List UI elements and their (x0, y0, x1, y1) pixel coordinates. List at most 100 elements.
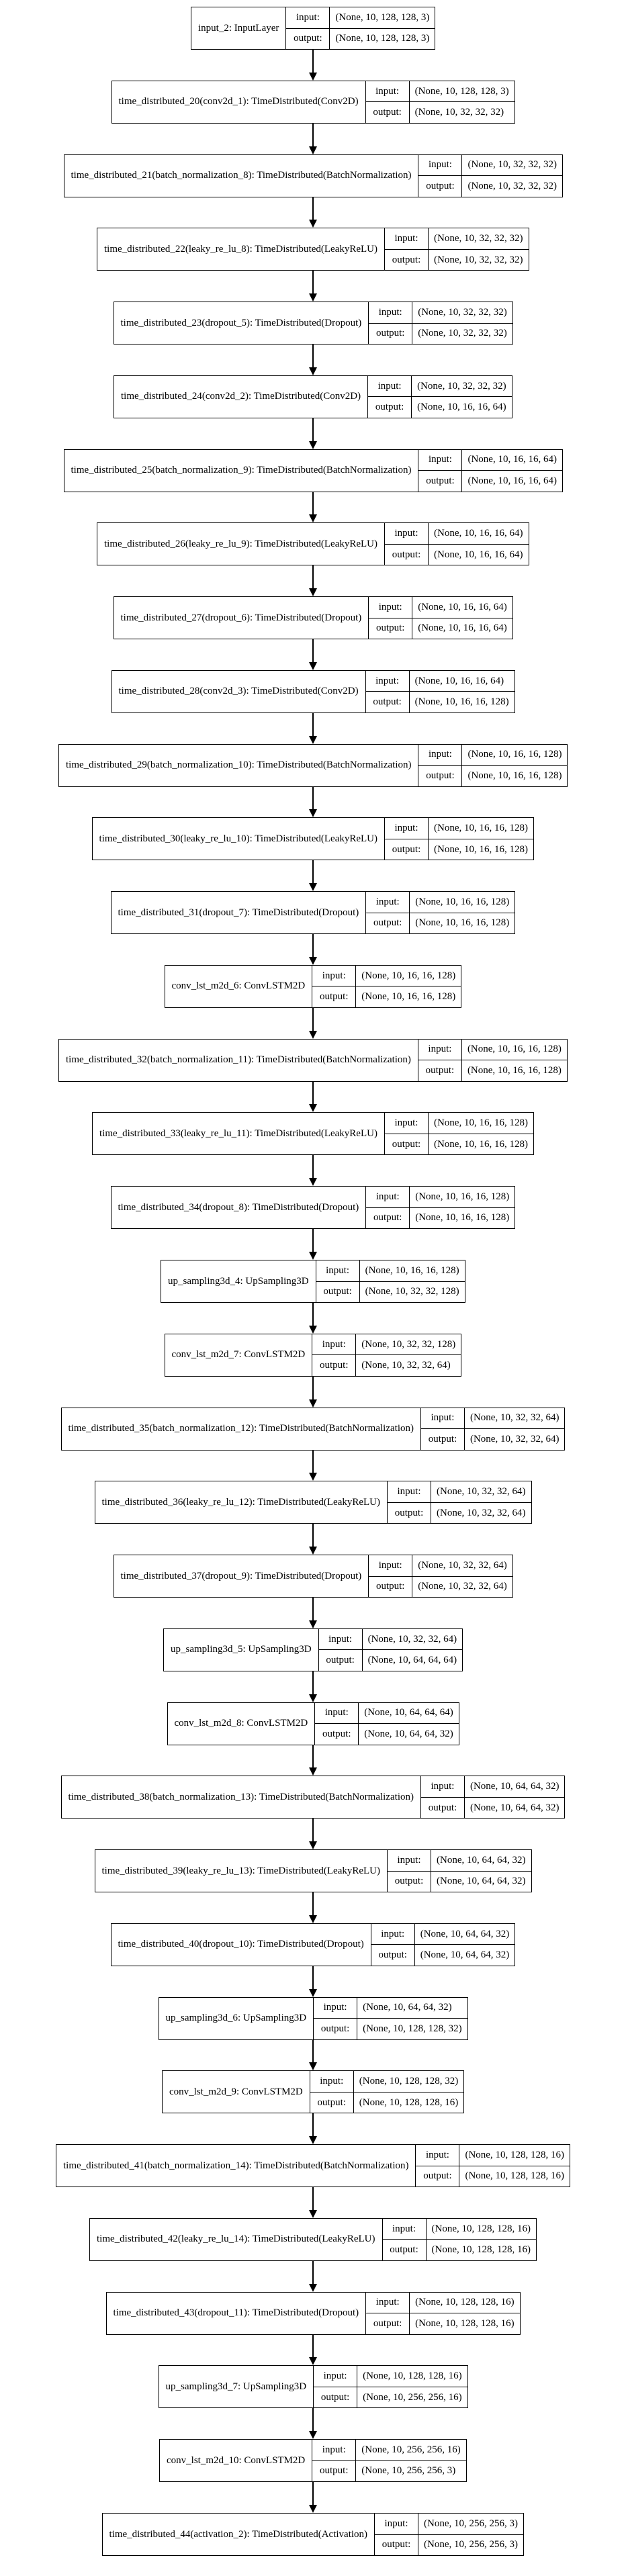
output-shape-row: output: (None, 10, 256, 256, 16) (314, 2386, 467, 2408)
input-shape: (None, 10, 16, 16, 128) (415, 896, 510, 907)
output-key: output: (312, 986, 357, 1007)
output-key: output: (366, 2313, 410, 2334)
input-key: input: (310, 2071, 354, 2092)
output-shape: (None, 10, 16, 16, 64) (417, 402, 506, 413)
output-shape: (None, 10, 256, 256, 16) (363, 2391, 462, 2403)
layer-shape-table: input:(None, 10, 128, 128, 3)output:(Non… (365, 81, 515, 123)
output-shape: (None, 10, 64, 64, 32) (364, 1728, 453, 1739)
input-shape-row: input:(None, 10, 32, 32, 32) (385, 228, 528, 249)
layer-shape-table: input:(None, 10, 32, 32, 64)output:(None… (388, 1481, 531, 1524)
input-shape-row: input:(None, 10, 128, 128, 16) (416, 2145, 569, 2166)
input-shape-row: input:(None, 10, 16, 16, 128) (418, 744, 567, 766)
output-key: output: (369, 1576, 413, 1598)
connector-line (312, 1524, 314, 1547)
output-key: output: (375, 2534, 419, 2555)
layer-label: time_distributed_28(conv2d_3): TimeDistr… (112, 670, 366, 712)
connector-line (312, 2408, 314, 2432)
arrowhead-icon (309, 1325, 317, 1334)
output-key: output: (385, 839, 429, 860)
output-shape: (None, 10, 32, 32, 64) (418, 1581, 507, 1592)
output-key: output: (385, 1134, 429, 1155)
layer-label: time_distributed_40(dropout_10): TimeDis… (111, 1923, 371, 1966)
arrowhead-icon (309, 2431, 317, 2440)
connector-line (312, 271, 314, 294)
output-key: output: (314, 2387, 358, 2408)
layer-label: time_distributed_42(leaky_re_lu_14): Tim… (90, 2218, 383, 2260)
input-shape-row: input:(None, 10, 16, 16, 64) (366, 670, 515, 692)
output-shape: (None, 10, 16, 16, 128) (414, 696, 509, 708)
layer-node: time_distributed_35(batch_normalization_… (60, 1407, 566, 1451)
input-key: input: (421, 1408, 465, 1429)
layer-shape-table: input:(None, 10, 32, 32, 128)output:(Non… (312, 1334, 461, 1376)
output-shape: (None, 10, 32, 32, 64) (437, 1507, 526, 1518)
layer-shape-table: input:(None, 10, 16, 16, 128)output:(Non… (418, 744, 568, 786)
output-shape: (None, 10, 16, 16, 128) (467, 770, 562, 781)
input-key: input: (388, 1850, 432, 1871)
output-shape-row: output:(None, 10, 32, 32, 128) (316, 1281, 465, 1302)
input-key: input: (416, 2145, 460, 2166)
connector-line (312, 2113, 314, 2137)
output-shape-row: output:(None, 10, 64, 64, 32) (420, 1796, 565, 1819)
input-shape-row: input:(None, 10, 128, 128, 16) (383, 2218, 536, 2240)
layer-shape-table: input:(None, 10, 128, 128, 16)output:(No… (416, 2145, 570, 2187)
arrowhead-icon (309, 2136, 317, 2145)
output-shape: (None, 10, 128, 128, 3) (335, 33, 430, 44)
layer-shape-table: input:(None, 10, 32, 32, 32)output:(None… (369, 302, 512, 344)
arrowhead-icon (309, 293, 317, 302)
layer-shape-table: input:(None, 10, 32, 32, 64)output:(None… (420, 1408, 565, 1450)
input-shape: (None, 10, 128, 128, 16) (415, 2297, 515, 2308)
input-shape: (None, 10, 32, 32, 64) (418, 1559, 507, 1571)
connector-line (312, 2334, 314, 2358)
output-shape: (None, 10, 32, 32, 32) (414, 107, 504, 118)
connector-line (312, 1671, 314, 1694)
arrowhead-icon (309, 514, 317, 523)
input-shape-row: input:(None, 10, 16, 16, 128) (366, 1187, 515, 1207)
arrowhead-icon (309, 2062, 317, 2071)
layer-shape-table: input:(None, 10, 16, 16, 64)output:(None… (365, 670, 515, 712)
output-key: output: (286, 28, 330, 49)
layer-shape-table: input:(None, 10, 64, 64, 32)output:(None… (388, 1850, 531, 1892)
input-shape-row: input:(None, 10, 16, 16, 128) (316, 1260, 465, 1281)
connector-line (312, 786, 314, 810)
connector-line (312, 2187, 314, 2210)
input-key: input: (366, 2292, 410, 2313)
layer-node: time_distributed_43(dropout_11): TimeDis… (105, 2291, 521, 2335)
input-shape: (None, 10, 16, 16, 64) (418, 601, 507, 612)
layer-shape-table: input:(None, 10, 32, 32, 32)output:(None… (385, 228, 529, 271)
input-shape-row: input:(None, 10, 64, 64, 64) (315, 1702, 458, 1724)
output-shape-row: output:(None, 10, 128, 128, 16) (366, 2313, 520, 2334)
layer-label: input_2: InputLayer (191, 7, 287, 49)
connector-line (312, 565, 314, 589)
input-key: input: (312, 1334, 357, 1355)
layer-node: time_distributed_40(dropout_10): TimeDis… (110, 1923, 516, 1966)
input-shape-row: input:(None, 10, 64, 64, 32) (314, 1997, 467, 2019)
layer-label: time_distributed_25(batch_normalization_… (64, 449, 419, 492)
connector-line (312, 639, 314, 662)
layer-label: time_distributed_20(conv2d_1): TimeDistr… (112, 81, 366, 123)
layer-label: time_distributed_21(batch_normalization_… (64, 154, 419, 197)
output-key: output: (385, 249, 429, 271)
layer-node: time_distributed_26(leaky_re_lu_9): Time… (97, 522, 529, 566)
input-key: input: (385, 818, 429, 839)
input-shape-row: input:(None, 10, 32, 32, 64) (388, 1481, 531, 1502)
input-key: input: (418, 1039, 462, 1060)
arrowhead-icon (309, 883, 317, 892)
input-shape: (None, 10, 128, 128, 32) (359, 2076, 459, 2087)
arrowhead-icon (309, 2209, 317, 2218)
input-shape: (None, 10, 32, 32, 128) (361, 1338, 456, 1350)
layer-node: time_distributed_21(batch_normalization_… (63, 154, 563, 197)
output-shape-row: output:(None, 10, 16, 16, 128) (366, 912, 515, 934)
input-key: input: (366, 81, 410, 102)
layer-shape-table: input:(None, 10, 128, 128, 16)output:(No… (382, 2218, 536, 2260)
layer-label: time_distributed_22(leaky_re_lu_8): Time… (97, 228, 386, 271)
input-shape: (None, 10, 32, 32, 64) (367, 1633, 457, 1645)
input-shape-row: input:(None, 10, 16, 16, 128) (312, 965, 461, 986)
output-shape: (None, 10, 16, 16, 64) (467, 475, 557, 486)
input-key: input: (383, 2218, 427, 2240)
output-key: output: (418, 1060, 462, 1081)
arrowhead-icon (309, 441, 317, 449)
layer-shape-table: input:(None, 10, 16, 16, 64)output:(None… (418, 449, 562, 492)
